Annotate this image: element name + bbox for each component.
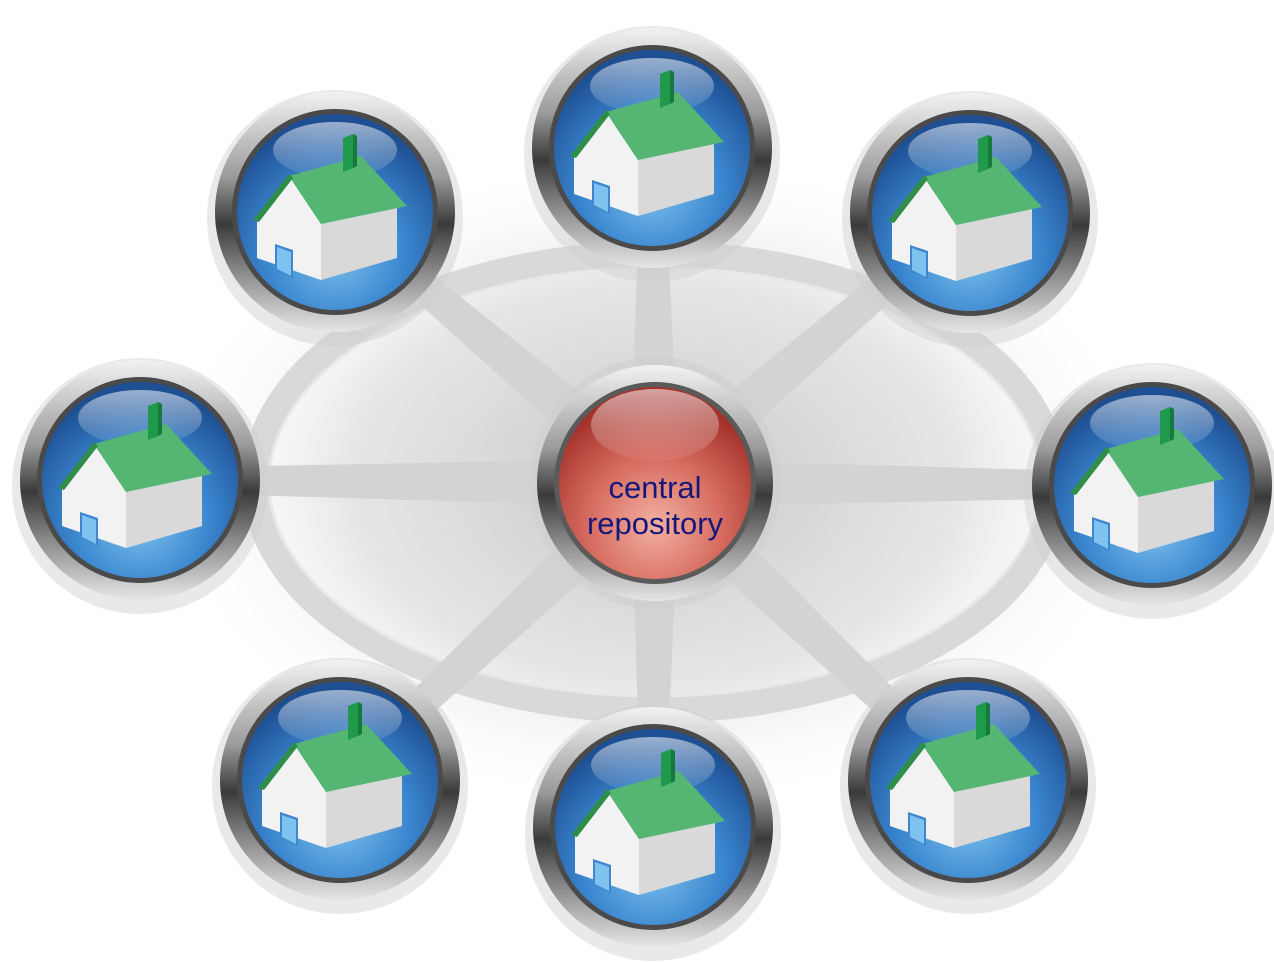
connector-left bbox=[139, 459, 656, 507]
house-icon bbox=[888, 135, 1042, 281]
house-node-top-right[interactable] bbox=[842, 91, 1098, 347]
house-icon bbox=[1070, 407, 1224, 553]
house-icon bbox=[258, 702, 412, 848]
house-nodes bbox=[12, 26, 1274, 961]
house-node-top-left[interactable] bbox=[207, 90, 463, 346]
house-node-left[interactable] bbox=[12, 358, 268, 614]
house-icon bbox=[570, 70, 724, 216]
house-icon bbox=[886, 702, 1040, 848]
hub-gloss bbox=[591, 389, 719, 461]
house-icon bbox=[253, 134, 407, 280]
house-node-bottom[interactable] bbox=[525, 705, 781, 961]
house-node-bottom-left[interactable] bbox=[212, 658, 468, 914]
house-node-top[interactable] bbox=[524, 26, 780, 282]
house-node-bottom-right[interactable] bbox=[840, 658, 1096, 914]
house-node-right[interactable] bbox=[1024, 363, 1274, 619]
central-repository-node[interactable] bbox=[529, 357, 781, 609]
house-icon bbox=[58, 402, 212, 548]
house-icon bbox=[571, 749, 725, 895]
